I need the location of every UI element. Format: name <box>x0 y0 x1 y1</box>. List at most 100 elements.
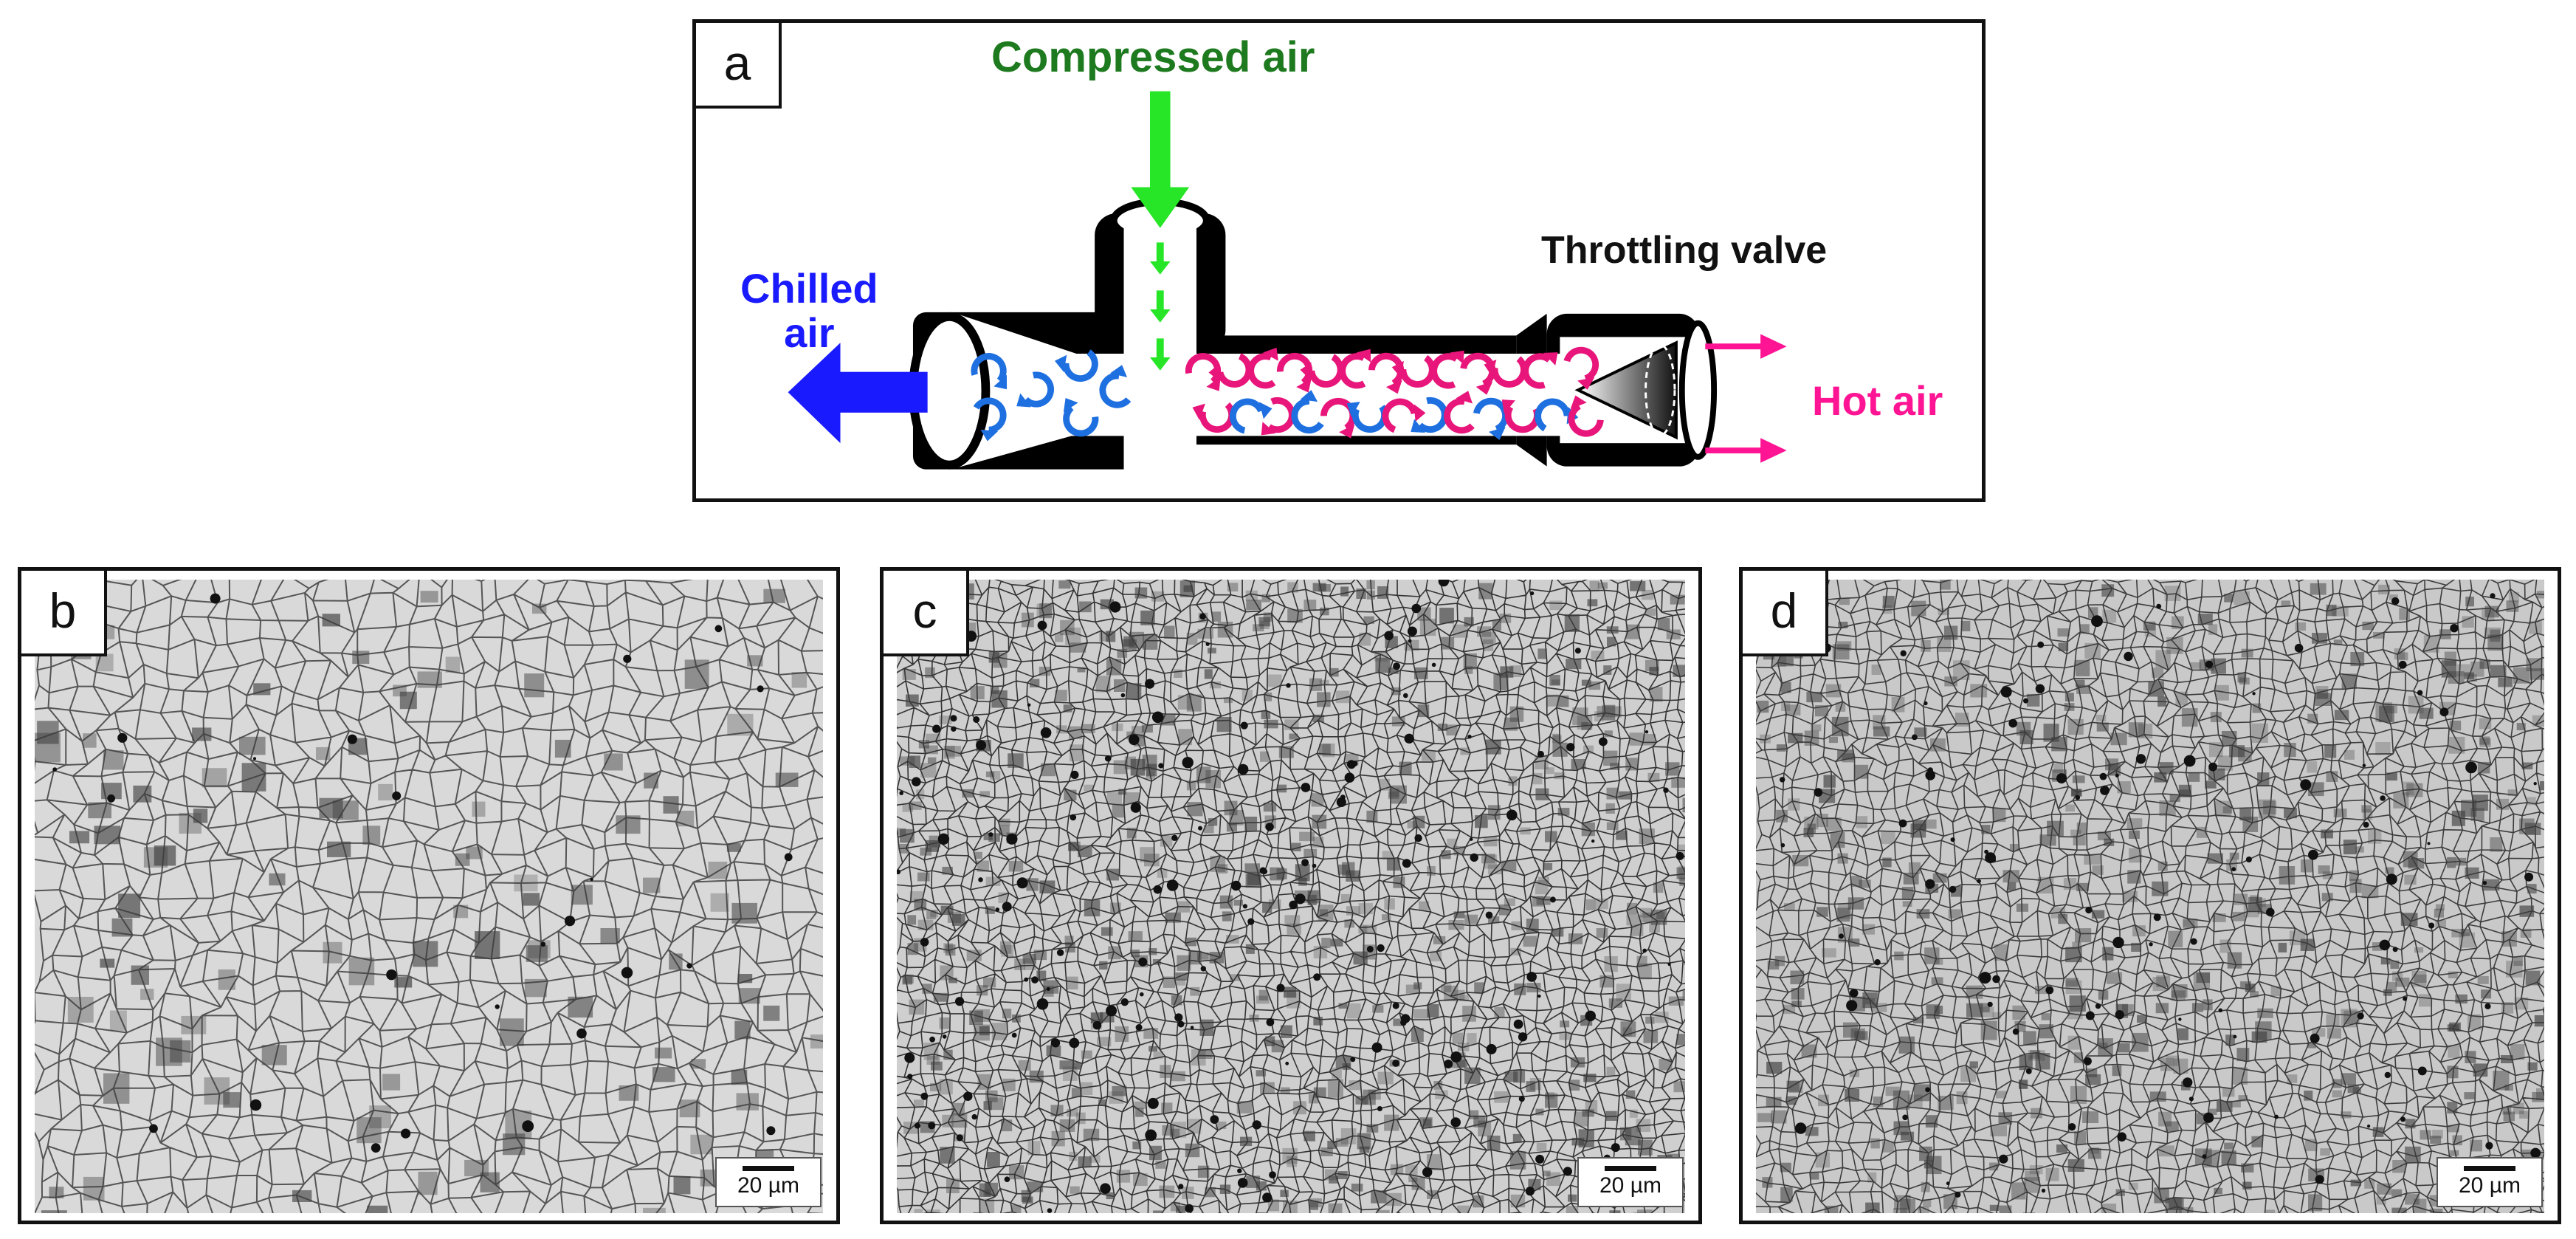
swirl-arrow-10 <box>1247 347 1278 389</box>
precipitate-dot <box>1262 1192 1272 1203</box>
dark-grain <box>1131 950 1140 958</box>
dark-grain <box>985 1090 998 1102</box>
dark-grain <box>1535 880 1549 895</box>
throttling-cone <box>1574 340 1678 440</box>
dark-grain <box>1762 1177 1773 1188</box>
dark-grain <box>1317 692 1331 707</box>
dark-grain <box>1902 901 1912 907</box>
dark-grain <box>1460 747 1470 755</box>
dark-grain <box>673 1176 691 1195</box>
dark-grain <box>2019 1054 2033 1071</box>
dark-grain <box>1067 1109 1078 1117</box>
dark-grain <box>1090 1012 1103 1023</box>
dark-grain <box>445 656 461 673</box>
dark-grain <box>1188 950 1202 965</box>
dark-grain <box>1427 1003 1439 1018</box>
dark-grain <box>1116 1170 1131 1183</box>
dark-grain <box>907 915 917 925</box>
dark-grain <box>453 905 469 919</box>
dark-grain <box>2190 662 2201 669</box>
dark-grain <box>1329 667 1339 677</box>
dark-grain <box>322 614 340 627</box>
dark-grain <box>2395 977 2410 987</box>
precipitate-dot <box>117 732 128 743</box>
dark-grain <box>1208 648 1216 653</box>
dark-grain <box>2098 990 2109 1000</box>
precipitate-dot <box>2300 779 2312 791</box>
dark-grain <box>999 818 1010 826</box>
dark-grain <box>2203 1150 2219 1168</box>
dark-grain <box>1501 860 1517 872</box>
dark-grain <box>1919 1146 1932 1161</box>
dark-grain <box>2333 639 2343 645</box>
precipitate-dot <box>1925 879 1935 889</box>
dark-grain <box>1280 1087 1290 1094</box>
dark-grain <box>1186 694 1202 712</box>
dark-grain <box>1552 735 1562 743</box>
dark-grain <box>663 796 679 814</box>
precipitate-dot <box>2218 1008 2223 1013</box>
dark-grain <box>1996 1091 2007 1099</box>
dark-grain <box>1060 620 1075 636</box>
dark-grain <box>2129 830 2140 839</box>
dark-grain <box>1412 815 1425 828</box>
dark-grain <box>1391 716 1405 727</box>
dark-grain <box>1655 1012 1669 1023</box>
precipitate-dot <box>2008 718 2017 728</box>
dark-grain <box>1427 866 1436 876</box>
precipitate-dot <box>1247 918 1255 925</box>
dark-grain <box>1925 1115 1938 1128</box>
precipitate-dot <box>1402 859 1411 868</box>
dark-grain <box>1312 583 1326 592</box>
precipitate-dot <box>564 916 576 927</box>
dark-grain <box>1865 1202 1880 1213</box>
dark-grain <box>2063 878 2077 890</box>
dark-grain <box>2075 659 2090 676</box>
dark-grain <box>1610 763 1620 770</box>
dark-grain <box>2196 826 2208 838</box>
precipitate-dot <box>1566 743 1575 752</box>
dark-grain <box>1133 1173 1148 1187</box>
precipitate-dot <box>2068 1123 2076 1131</box>
dark-grain <box>1261 711 1271 719</box>
dark-grain <box>916 789 925 800</box>
dark-grain <box>2408 858 2425 869</box>
dark-grain <box>1605 803 1615 814</box>
dark-grain <box>1542 1170 1551 1177</box>
dark-grain <box>2208 624 2218 635</box>
dark-grain <box>2536 1088 2544 1100</box>
dark-grain <box>2166 1055 2178 1066</box>
dark-grain <box>2126 818 2143 829</box>
dark-grain <box>2128 1182 2138 1190</box>
dark-grain <box>1083 1128 1100 1142</box>
precipitate-dot <box>621 967 633 978</box>
dark-grain <box>2355 846 2364 853</box>
dark-grain <box>1881 1141 1894 1153</box>
precipitate-dot <box>2530 1147 2541 1159</box>
dark-grain <box>1836 907 1850 922</box>
dark-grain <box>643 1207 666 1213</box>
dark-grain <box>2373 632 2384 639</box>
dark-grain <box>1816 814 1828 828</box>
dark-grain <box>1903 872 1919 885</box>
dark-grain <box>2035 986 2048 995</box>
dark-grain <box>2349 879 2362 893</box>
precipitate-dot <box>1377 1106 1382 1111</box>
dark-grain <box>88 802 111 819</box>
dark-grain <box>1140 847 1155 862</box>
hot-air-arrows <box>1705 334 1787 463</box>
dark-grain <box>1791 988 1805 1000</box>
dark-grain <box>1246 1175 1260 1188</box>
dark-grain <box>2470 1139 2482 1152</box>
dark-grain <box>1966 985 1983 999</box>
dark-grain <box>2503 1111 2515 1122</box>
dark-grain <box>2166 1121 2179 1132</box>
dark-grain <box>1258 989 1268 1001</box>
dark-grain <box>1205 1187 1216 1198</box>
precipitate-dot <box>1611 1143 1620 1153</box>
dark-grain <box>1216 717 1232 732</box>
dark-grain <box>2221 1150 2236 1166</box>
dark-grain <box>323 941 342 964</box>
dark-grain <box>2041 1013 2050 1020</box>
dark-grain <box>1557 808 1570 816</box>
